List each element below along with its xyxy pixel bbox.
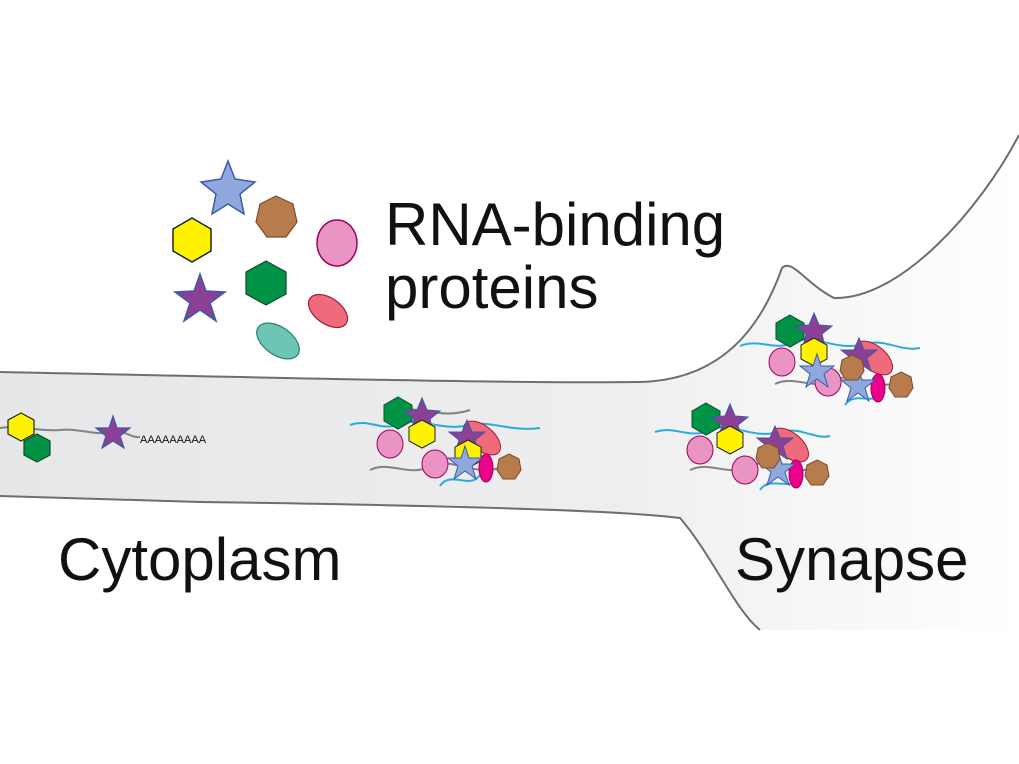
heptagon-icon bbox=[255, 195, 298, 238]
heptagon-icon bbox=[496, 453, 522, 480]
neurite-lower-outline bbox=[0, 495, 761, 631]
heptagon-icon bbox=[888, 371, 914, 398]
mrna-molecule: AAAAAAAAA bbox=[0, 412, 207, 463]
circle-icon bbox=[421, 449, 449, 479]
star-icon bbox=[446, 444, 484, 481]
cytoplasm-label: Cytoplasm bbox=[58, 526, 342, 593]
hexagon-icon bbox=[775, 314, 805, 348]
heptagon-icon bbox=[804, 459, 830, 486]
heptagon-icon bbox=[839, 354, 865, 381]
ellipse-icon bbox=[307, 293, 349, 329]
circle-icon bbox=[768, 347, 796, 377]
circle-icon bbox=[686, 435, 714, 465]
free-proteins-group bbox=[172, 158, 358, 360]
rna-strand bbox=[439, 474, 481, 487]
star-icon bbox=[94, 414, 132, 450]
hexagon-icon bbox=[172, 217, 212, 263]
ellipse-icon bbox=[478, 453, 494, 483]
ellipse-icon bbox=[870, 373, 886, 403]
polya-tail-label: AAAAAAAAA bbox=[140, 434, 207, 446]
circle-icon bbox=[731, 455, 759, 485]
circle-icon bbox=[316, 219, 358, 267]
star-icon bbox=[199, 158, 257, 216]
star-icon bbox=[798, 352, 836, 389]
hexagon-icon bbox=[716, 425, 744, 455]
hexagon-icon bbox=[245, 260, 287, 306]
star-icon bbox=[172, 271, 228, 323]
rna-binding-proteins-label: RNA-binding proteins bbox=[385, 193, 725, 319]
ellipse-icon bbox=[788, 459, 804, 489]
heptagon-icon bbox=[755, 442, 781, 469]
star-icon bbox=[839, 366, 877, 403]
rbp-label-line1: RNA-binding bbox=[385, 191, 726, 258]
synapse-label: Synapse bbox=[735, 526, 969, 593]
hexagon-icon bbox=[23, 433, 51, 463]
hexagon-icon bbox=[691, 402, 721, 436]
hexagon-icon bbox=[408, 419, 436, 449]
rbp-label-line2: proteins bbox=[385, 254, 599, 321]
neurite-upper-outline bbox=[0, 134, 1019, 384]
hexagon-icon bbox=[7, 412, 35, 442]
rnp-granule-synapse-upper bbox=[739, 311, 921, 406]
rnp-granule-cytoplasm bbox=[349, 396, 541, 487]
hexagon-icon bbox=[383, 396, 413, 430]
rnp-granule-synapse-lower bbox=[654, 402, 831, 491]
circle-icon bbox=[376, 429, 404, 459]
ellipse-icon bbox=[256, 322, 300, 360]
rna-strand bbox=[349, 420, 541, 430]
